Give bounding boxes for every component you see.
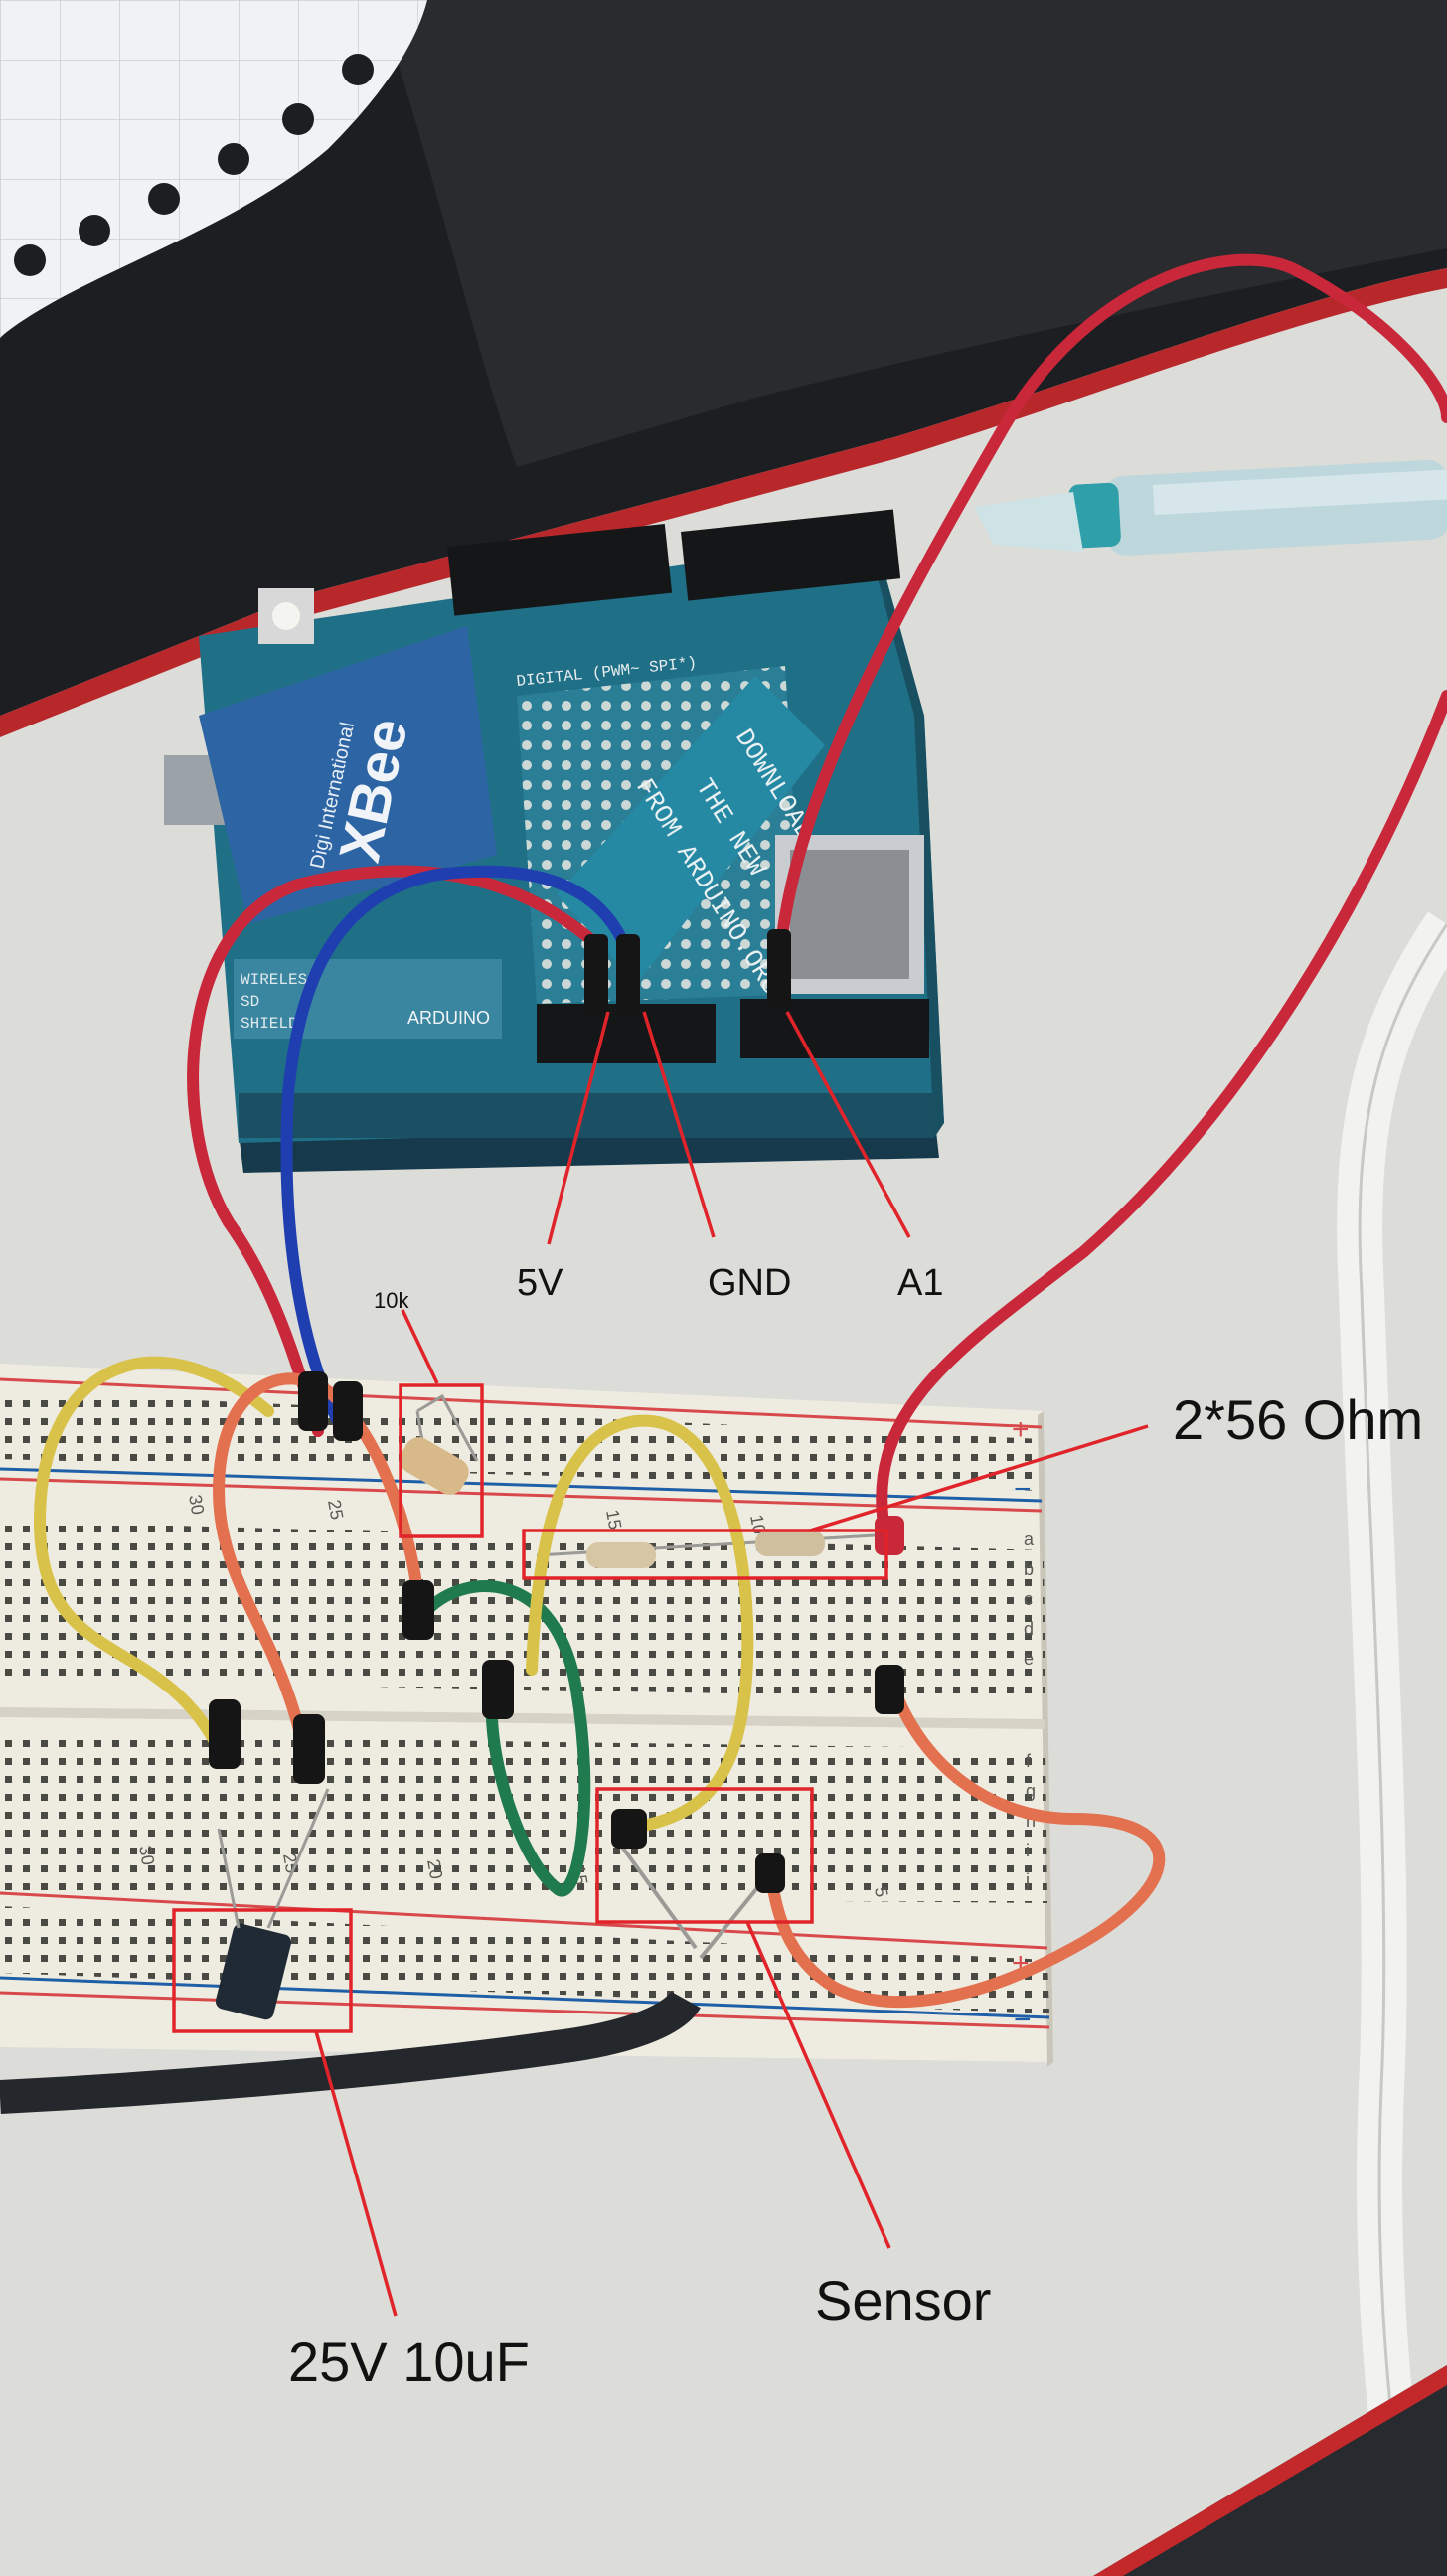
leader-sensor <box>745 1921 891 2249</box>
leader-56-ohm <box>809 1424 1149 1532</box>
leader-10k <box>401 1309 439 1384</box>
row-letter-d: d <box>1024 1619 1034 1639</box>
row-letter-h: h <box>1026 1811 1036 1831</box>
row-letter-i: i <box>1026 1841 1030 1860</box>
col-number-top-2: 25 <box>324 1498 347 1521</box>
shield-label-box <box>234 959 502 1039</box>
box-resistors-56 <box>522 1529 888 1580</box>
arduino-logo-text: ARDUINO <box>407 1008 490 1028</box>
header-top-left <box>446 524 673 616</box>
box-resistor-10k <box>399 1383 484 1538</box>
row-letter-e: e <box>1024 1649 1034 1669</box>
xbee-module <box>199 626 497 924</box>
syringe-sensor-probe <box>974 459 1447 556</box>
row-letter-b: b <box>1024 1559 1034 1579</box>
col-number-bottom-1: 30 <box>135 1844 158 1866</box>
wire-orange-right <box>764 1684 1166 2009</box>
row-letter-a: a <box>1024 1530 1035 1549</box>
box-capacitor <box>172 1908 353 2033</box>
shield-text-2: SD <box>241 993 259 1011</box>
shield-text-3: SHIELD <box>241 1015 298 1033</box>
rail-minus-top: − <box>1014 1473 1032 1506</box>
box-sensor <box>595 1787 814 1924</box>
col-number-top-3: 15 <box>602 1508 625 1530</box>
col-number-bottom-3: 20 <box>423 1857 446 1880</box>
row-letter-j: j <box>1025 1870 1030 1890</box>
annotation-56-ohm: 2*56 Ohm <box>1173 1388 1424 1451</box>
arduino-card <box>557 676 825 984</box>
annotation-capacitor: 25V 10uF <box>288 2331 530 2393</box>
shield-text-1: WIRELESS <box>241 971 317 989</box>
wire-red-a1 <box>774 253 1447 1536</box>
col-number-bottom-5: 5 <box>871 1885 891 1898</box>
wire-blue-gnd <box>280 865 632 1427</box>
annotation-gnd: GND <box>708 1262 792 1304</box>
wire-green <box>421 1580 591 1897</box>
header-top-right <box>681 509 901 601</box>
wire-yellow-right <box>526 1414 754 1835</box>
leader-a1 <box>785 1011 911 1238</box>
header-bottom-right <box>740 999 929 1058</box>
annotation-a1: A1 <box>897 1262 944 1304</box>
annotation-5v: 5V <box>517 1262 563 1304</box>
laptop-trackpad <box>378 0 1447 467</box>
leader-gnd <box>642 1011 716 1238</box>
leader-5v <box>547 1011 610 1245</box>
sensor-cable <box>0 1990 701 2114</box>
annotation-10k: 10k <box>374 1288 409 1313</box>
rail-minus-bottom: − <box>1014 2004 1032 2036</box>
paper-punch-holes <box>14 54 374 276</box>
arduino-board: XBee Digi International DIGITAL (PWM~ SP… <box>164 509 944 1173</box>
breadboard: + − + − 30 25 15 10 30 25 20 15 5 a b c … <box>0 1364 1053 2067</box>
col-number-bottom-2: 25 <box>279 1852 302 1874</box>
sensor-leads <box>614 1837 767 1960</box>
col-number-top-1: 30 <box>185 1493 208 1516</box>
annotation-sensor: Sensor <box>815 2269 992 2332</box>
row-letter-f: f <box>1026 1751 1032 1771</box>
resistor-10k <box>400 1393 479 1495</box>
rail-plus-top: + <box>1012 1413 1030 1446</box>
wire-plugs <box>209 929 904 1893</box>
row-letter-g: g <box>1026 1781 1036 1801</box>
wire-orange-left <box>212 1372 423 1780</box>
laptop-edge <box>0 268 1447 737</box>
resistors-56-ohm <box>536 1530 876 1568</box>
wire-yellow-left <box>33 1356 274 1755</box>
row-letter-c: c <box>1024 1589 1033 1609</box>
leader-capacitor <box>314 2030 398 2317</box>
